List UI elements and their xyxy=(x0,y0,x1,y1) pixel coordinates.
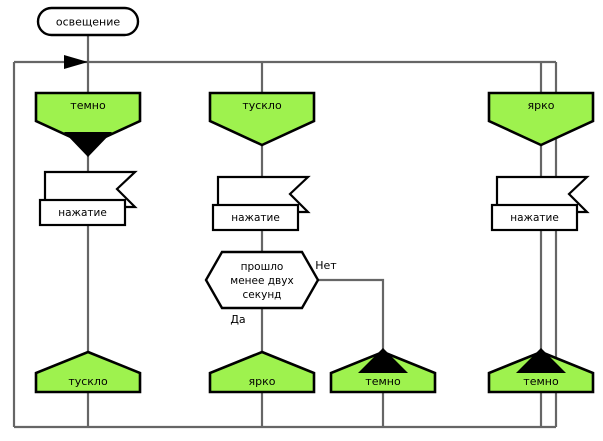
event-нажатие-middle[interactable]: нажатие xyxy=(211,175,311,232)
state-темно-top[interactable]: темно xyxy=(34,91,142,157)
decision-label-line-3: секунд xyxy=(243,289,282,301)
state-тускло-bottom-label: тускло xyxy=(68,375,108,388)
decision-label-line-1: прошло xyxy=(241,261,284,273)
event-нажатие-left-label: нажатие xyxy=(58,207,107,219)
start-node-label: освещение xyxy=(56,16,120,29)
state-тускло-top[interactable]: тускло xyxy=(208,91,316,147)
start-node-освещение[interactable]: освещение xyxy=(36,6,140,37)
state-тускло-bottom-shape xyxy=(34,350,142,394)
state-темно-bottom-b-entry-arrow-icon xyxy=(516,348,566,373)
event-нажатие-left[interactable]: нажатие xyxy=(38,170,138,227)
state-ярко-top-shape xyxy=(487,91,595,147)
event-нажатие-middle-label: нажатие xyxy=(231,212,280,224)
state-темно-bottom-a[interactable]: темно xyxy=(329,348,437,394)
state-темно-bottom-a-label: темно xyxy=(365,375,401,388)
state-темно-top-shape xyxy=(34,91,142,147)
state-темно-bottom-b-label: темно xyxy=(523,375,559,388)
decision-branch-label-no: Нет xyxy=(315,259,337,272)
decision-shape xyxy=(204,250,320,310)
event-нажатие-right-label: нажатие xyxy=(510,212,559,224)
start-node-shape xyxy=(36,6,140,37)
state-темно-top-exit-arrow-icon xyxy=(64,132,112,157)
decision-label-line-2: менее двух xyxy=(230,275,293,287)
state-тускло-top-shape xyxy=(208,91,316,147)
state-темно-bottom-a-entry-arrow-icon xyxy=(358,348,408,373)
decision-прошло-менее-двух-секунд[interactable]: прошло менее двух секунд xyxy=(204,250,320,310)
state-ярко-bottom-shape xyxy=(208,350,316,394)
state-ярко-top[interactable]: ярко xyxy=(487,91,595,147)
event-нажатие-right[interactable]: нажатие xyxy=(490,175,590,232)
state-темно-bottom-b[interactable]: темно xyxy=(487,348,595,394)
bus-arrowhead-icon xyxy=(64,55,88,69)
state-ярко-bottom[interactable]: ярко xyxy=(208,350,316,394)
decision-branch-label-yes: Да xyxy=(230,313,245,326)
state-ярко-top-label: ярко xyxy=(528,99,555,112)
event-нажатие-left-label-box xyxy=(38,198,127,227)
connector-decision-no-branch xyxy=(302,278,385,352)
state-тускло-top-label: тускло xyxy=(242,99,282,112)
state-темно-top-label: темно xyxy=(70,99,106,112)
state-ярко-bottom-label: ярко xyxy=(249,375,276,388)
event-нажатие-right-label-box xyxy=(490,203,579,232)
event-нажатие-middle-label-box xyxy=(211,203,300,232)
state-тускло-bottom[interactable]: тускло xyxy=(34,350,142,394)
